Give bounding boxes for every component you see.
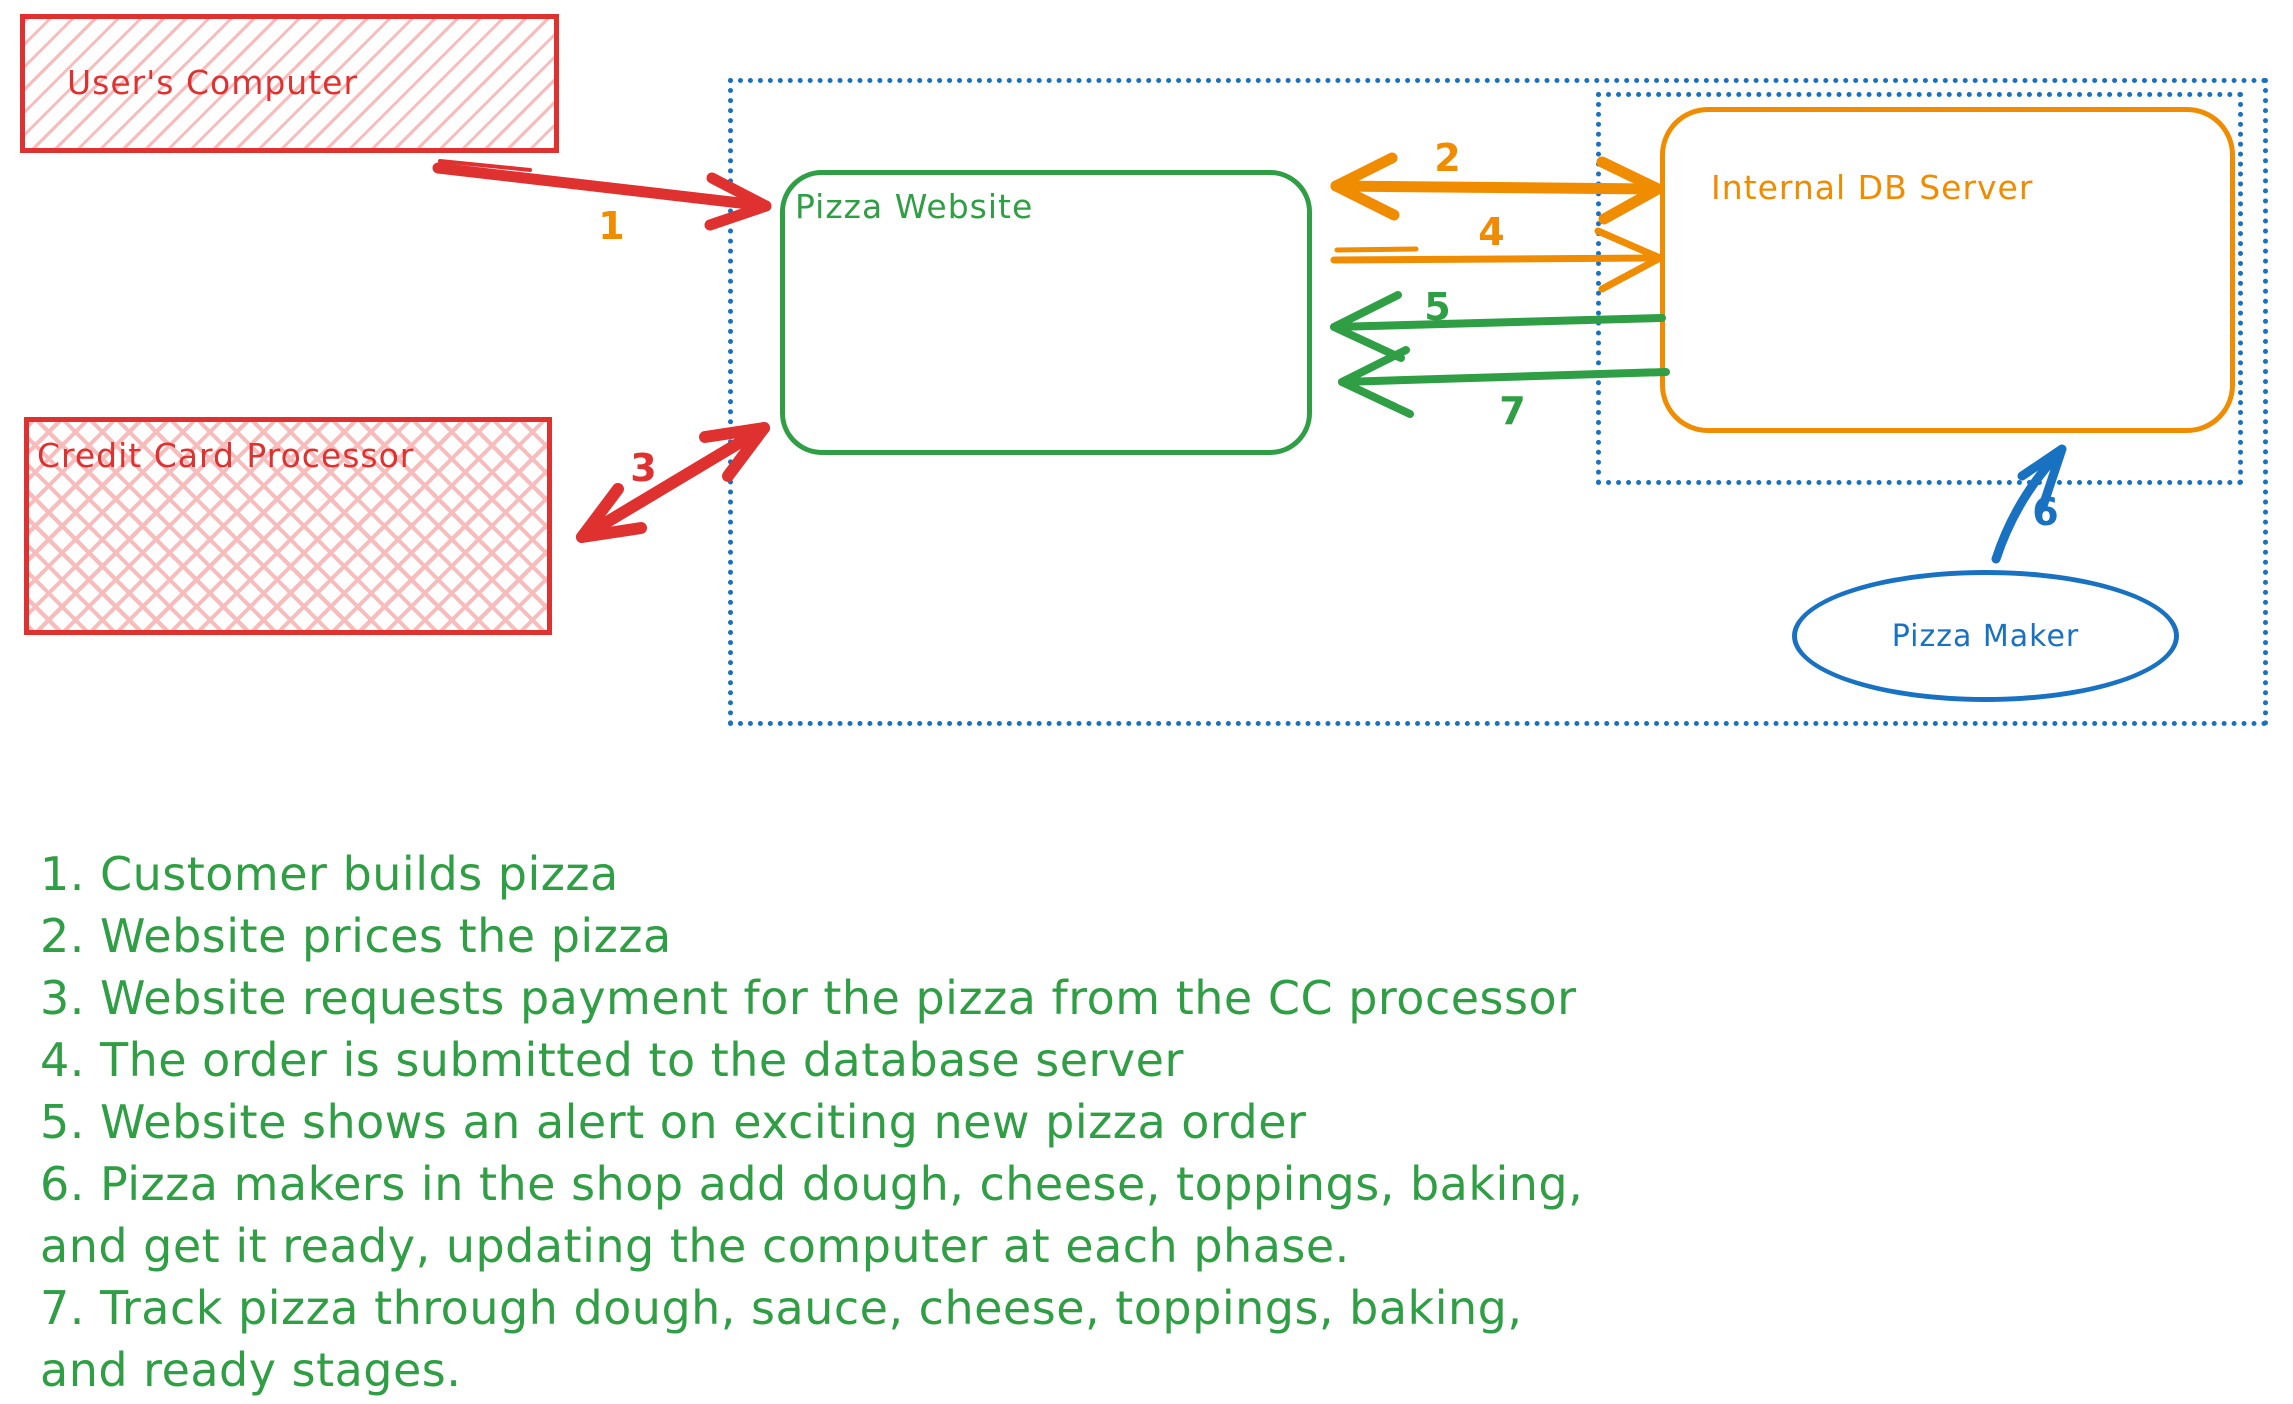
arrow-label-1: 1 bbox=[598, 204, 626, 248]
arrow-label-7: 7 bbox=[1499, 389, 1527, 433]
pizza-maker-node: Pizza Maker bbox=[1792, 570, 2179, 702]
step-line: 6. Pizza makers in the shop add dough, c… bbox=[40, 1157, 1584, 1211]
users-computer-label: User's Computer bbox=[67, 63, 359, 102]
step-line: 1. Customer builds pizza bbox=[40, 847, 619, 901]
step-line: 7. Track pizza through dough, sauce, che… bbox=[40, 1281, 1523, 1335]
credit-card-processor-label: Credit Card Processor bbox=[37, 436, 415, 475]
pizza-website-label: Pizza Website bbox=[795, 187, 1034, 226]
arrow-label-5: 5 bbox=[1424, 285, 1452, 329]
internal-db-server-label: Internal DB Server bbox=[1711, 168, 2034, 207]
arrow-label-3: 3 bbox=[630, 446, 658, 490]
users-computer-node: User's Computer bbox=[20, 14, 559, 153]
credit-card-processor-node: Credit Card Processor bbox=[24, 417, 552, 635]
pizza-maker-label: Pizza Maker bbox=[1891, 618, 2080, 654]
arrow-label-4: 4 bbox=[1478, 210, 1506, 254]
arrow-label-6: 6 bbox=[2032, 490, 2060, 534]
pizza-website-node: Pizza Website bbox=[780, 170, 1312, 455]
step-line: 5. Website shows an alert on exciting ne… bbox=[40, 1095, 1307, 1149]
step-line: 3. Website requests payment for the pizz… bbox=[40, 971, 1577, 1025]
step-line: and ready stages. bbox=[40, 1343, 462, 1397]
step-line: and get it ready, updating the computer … bbox=[40, 1219, 1350, 1273]
step-line: 4. The order is submitted to the databas… bbox=[40, 1033, 1184, 1087]
arrow-label-2: 2 bbox=[1434, 136, 1462, 180]
outer-network-boundary-dotted bbox=[728, 78, 2268, 726]
step-line: 2. Website prices the pizza bbox=[40, 909, 672, 963]
internal-db-server-node: Internal DB Server bbox=[1660, 107, 2235, 433]
steps-list: 1. Customer builds pizza 2. Website pric… bbox=[40, 843, 1720, 1401]
